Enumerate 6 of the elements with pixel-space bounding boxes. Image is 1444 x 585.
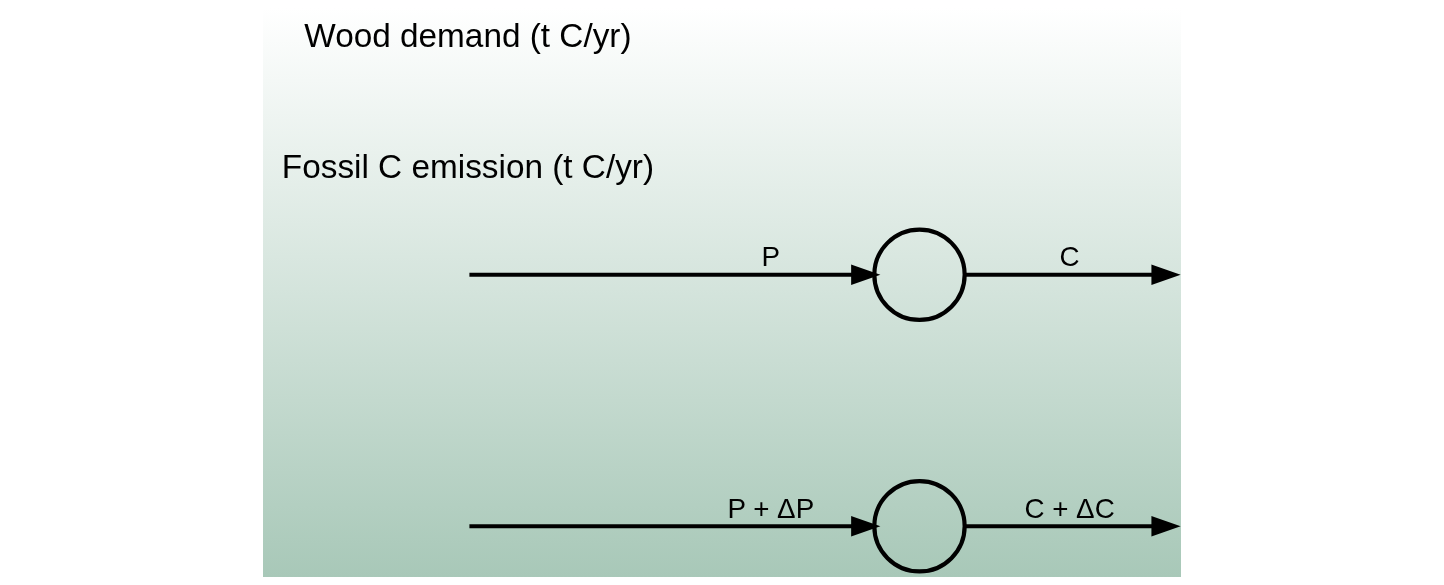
edge-label: C + ΔC xyxy=(1024,492,1115,524)
label: Fossil C emission (t C/yr) xyxy=(281,147,655,185)
label: Wood demand (t C/yr) xyxy=(304,17,632,55)
edge-label: P + ΔP xyxy=(727,492,815,524)
edge-label: C xyxy=(1059,241,1080,273)
edge-label: P xyxy=(761,241,781,273)
